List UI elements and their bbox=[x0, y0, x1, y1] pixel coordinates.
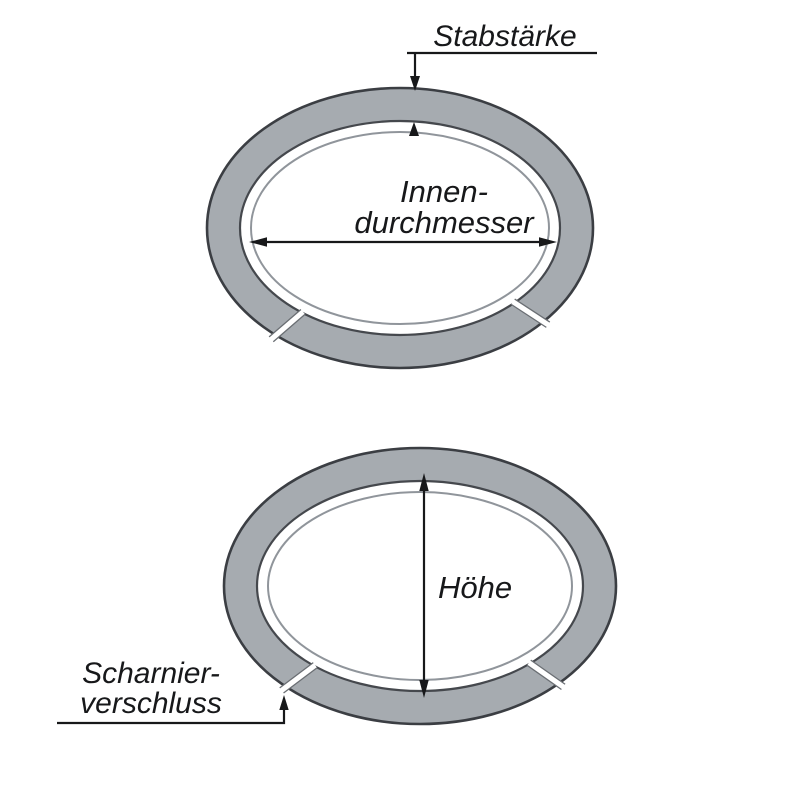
scharnierverschluss-arrowhead-up-icon bbox=[279, 695, 289, 710]
band-thickness-tick-up-icon bbox=[409, 122, 419, 136]
height-arrowhead-up-icon bbox=[419, 473, 429, 491]
height-arrowhead-down-icon bbox=[419, 680, 429, 698]
diameter-arrowhead-left-icon bbox=[249, 237, 267, 247]
scharnierverschluss-annotation: Scharnier- verschluss bbox=[57, 657, 289, 725]
ring-bottom-inner-opening bbox=[255, 479, 585, 693]
ring-top-joint-left bbox=[268, 308, 306, 343]
ring-top-joint-right bbox=[510, 298, 551, 328]
scharnierverschluss-leader-line bbox=[57, 708, 286, 725]
ring-bottom-hinge-joint bbox=[279, 662, 318, 694]
ring-bottom bbox=[222, 446, 618, 726]
innendurchmesser-label-line2: durchmesser bbox=[354, 205, 535, 240]
scharnierverschluss-label-line1: Scharnier- bbox=[82, 657, 220, 690]
scharnierverschluss-label-line2: verschluss bbox=[80, 687, 222, 720]
ring-top-inner-opening bbox=[238, 119, 562, 337]
innendurchmesser-annotation: Innen- durchmesser bbox=[249, 174, 557, 247]
stabstaerke-annotation: Stabstärke bbox=[407, 20, 597, 136]
stabstaerke-arrowhead-down-icon bbox=[410, 76, 420, 91]
hoehe-label: Höhe bbox=[438, 570, 512, 605]
ring-top-inner-contour bbox=[250, 131, 550, 325]
innendurchmesser-label-line1: Innen- bbox=[400, 174, 488, 209]
ring-bottom-clasp-joint bbox=[526, 659, 566, 691]
stabstaerke-label: Stabstärke bbox=[433, 20, 576, 53]
hoehe-annotation: Höhe bbox=[419, 473, 512, 698]
ring-top bbox=[205, 86, 595, 370]
diameter-arrowhead-right-icon bbox=[539, 237, 557, 247]
